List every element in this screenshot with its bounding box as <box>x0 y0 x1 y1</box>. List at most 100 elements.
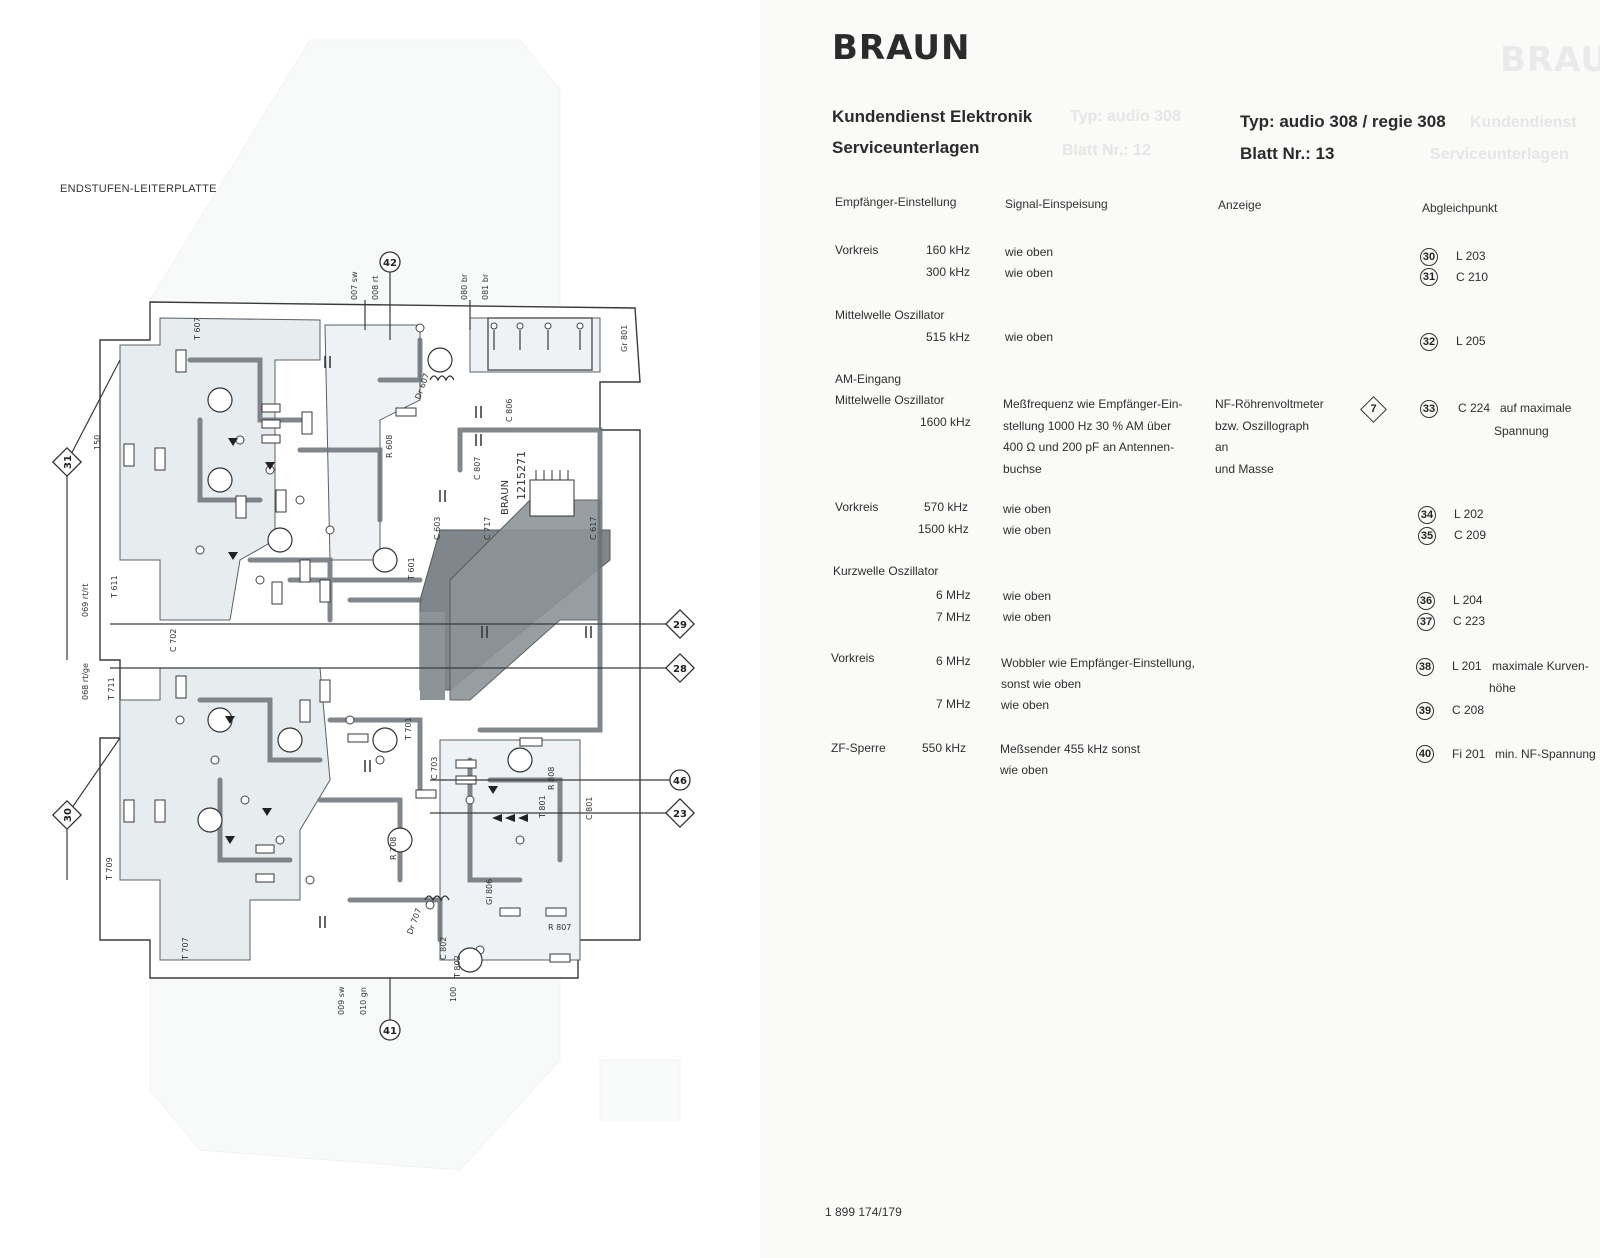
r4-f2: 1500 kHz <box>918 522 969 536</box>
pcb-diagram: 31 30 29 28 46 23 <box>51 39 696 1171</box>
label-t707: T 707 <box>181 937 190 961</box>
r5-label: Kurzwelle Oszillator <box>833 564 939 578</box>
r3-label2: Mittelwelle Oszillator <box>835 393 945 407</box>
right-page <box>760 0 1600 1258</box>
r6-circle1: 38 <box>1416 658 1434 676</box>
marker-23: 23 <box>664 797 696 829</box>
label-100: 100 <box>449 987 458 1002</box>
label-t711: T 711 <box>107 677 116 701</box>
label-069: 069 rt/rt <box>81 584 90 617</box>
r6-f1: 6 MHz <box>936 654 971 668</box>
col-display: Anzeige <box>1218 198 1262 212</box>
label-r808: R 808 <box>547 767 556 790</box>
header-sheet: Blatt Nr.: 13 <box>1240 144 1335 163</box>
label-t701: T 701 <box>404 717 413 741</box>
ghost-service-2: Serviceunterlagen <box>1430 146 1569 163</box>
r4-circle1: 34 <box>1418 506 1436 524</box>
left-page: ENDSTUFEN-LEITERPLATTE <box>0 0 760 1258</box>
label-c802: C 802 <box>439 937 448 960</box>
r5-p1: L 204 <box>1453 593 1483 607</box>
r6-p1c: höhe <box>1489 681 1516 695</box>
r3-p1: C 224 <box>1458 401 1491 415</box>
label-081br: 081 br <box>481 273 490 300</box>
r6-p2: C 208 <box>1452 703 1485 717</box>
r1-circle2: 31 <box>1420 268 1438 286</box>
r7-s1: Meßsender 455 kHz sonst <box>1000 742 1141 756</box>
pcb-title: ENDSTUFEN-LEITERPLATTE <box>60 183 217 195</box>
r7-p1: Fi 201 <box>1452 747 1486 761</box>
r1-s1: wie oben <box>1005 245 1054 259</box>
label-t607: T 607 <box>193 317 202 341</box>
label-c617: C 617 <box>589 517 598 540</box>
label-c703: C 703 <box>430 757 439 780</box>
svg-text:31: 31 <box>63 455 74 469</box>
diodes <box>225 438 528 844</box>
marker-31: 31 <box>51 446 83 478</box>
r1-f1: 160 kHz <box>926 243 971 257</box>
r2-s1: wie oben <box>1005 330 1054 344</box>
r7-label: ZF-Sperre <box>831 741 886 755</box>
r4-p1: L 202 <box>1454 507 1484 521</box>
label-t709: T 709 <box>105 857 114 881</box>
marker-46: 46 <box>669 769 691 791</box>
r7-p1b: min. NF-Spannung <box>1495 747 1596 761</box>
r5-s1: wie oben <box>1003 589 1052 603</box>
r4-label: Vorkreis <box>835 500 879 514</box>
label-t611: T 611 <box>110 575 119 599</box>
header-line2: Serviceunterlagen <box>832 138 980 157</box>
r3-d2: bzw. Oszillograph <box>1215 419 1310 433</box>
r2-f1: 515 kHz <box>926 330 971 344</box>
svg-text:29: 29 <box>673 620 687 631</box>
header-type: Typ: audio 308 / regie 308 <box>1240 112 1446 131</box>
ghost-service-1: Kundendienst <box>1470 114 1577 131</box>
label-150: 150 <box>93 435 102 450</box>
label-009sw: 009 sw <box>337 986 346 1015</box>
marker-29: 29 <box>664 608 696 640</box>
label-r708: R 708 <box>389 837 398 860</box>
brand-logo: BRAUN <box>832 28 971 68</box>
ghost-type: Typ: audio 308 <box>1070 108 1181 125</box>
r3-f1: 1600 kHz <box>920 415 971 429</box>
label-c717: C 717 <box>483 517 492 540</box>
label-serial: 1215271 <box>515 451 528 500</box>
label-r807: R 807 <box>548 923 571 932</box>
ic-socket <box>529 470 575 517</box>
r4-circle2: 35 <box>1418 527 1436 545</box>
r2-label: Mittelwelle Oszillator <box>835 308 945 322</box>
svg-text:41: 41 <box>383 1026 397 1037</box>
r6-s2: sonst wie oben <box>1001 677 1082 691</box>
label-t601: T 601 <box>407 557 416 581</box>
r2-p1: L 205 <box>1456 334 1486 348</box>
svg-text:46: 46 <box>673 776 687 787</box>
r2-circle1: 32 <box>1420 333 1438 351</box>
label-007sw: 007 sw <box>350 271 359 300</box>
r3-s3: 400 Ω und 200 pF an Antennen- <box>1003 440 1175 454</box>
label-gr801: Gr 801 <box>620 325 629 352</box>
r4-f1: 570 kHz <box>924 500 969 514</box>
marker-30: 30 <box>51 799 83 831</box>
r5-circle2: 37 <box>1417 613 1435 631</box>
r7-f1: 550 kHz <box>922 741 967 755</box>
r3-label1: AM-Eingang <box>835 372 902 386</box>
r1-f2: 300 kHz <box>926 265 971 279</box>
r5-f1: 6 MHz <box>936 588 971 602</box>
r5-f2: 7 MHz <box>936 610 971 624</box>
label-c807: C 807 <box>473 457 482 480</box>
r5-s2: wie oben <box>1003 610 1052 624</box>
pcb-markers: 31 30 29 28 46 23 <box>51 251 696 1041</box>
svg-text:23: 23 <box>673 809 687 820</box>
col-signal: Signal-Einspeisung <box>1005 197 1108 211</box>
r7-circle1: 40 <box>1416 745 1434 763</box>
r4-s2: wie oben <box>1003 523 1052 537</box>
wires <box>66 270 670 1020</box>
label-c702: C 702 <box>169 629 178 652</box>
r3-d3: an <box>1215 440 1229 454</box>
r1-p2: C 210 <box>1456 270 1489 284</box>
r3-d4: und Masse <box>1215 462 1274 476</box>
r6-s1: Wobbler wie Empfänger-Einstellung, <box>1001 656 1195 670</box>
r6-p1: L 201 <box>1452 659 1482 673</box>
r3-p1c: Spannung <box>1494 424 1549 438</box>
r3-s1: Meßfrequenz wie Empfänger-Ein- <box>1003 397 1183 411</box>
label-r608: R 608 <box>385 435 394 458</box>
label-c801: C 801 <box>585 797 594 820</box>
